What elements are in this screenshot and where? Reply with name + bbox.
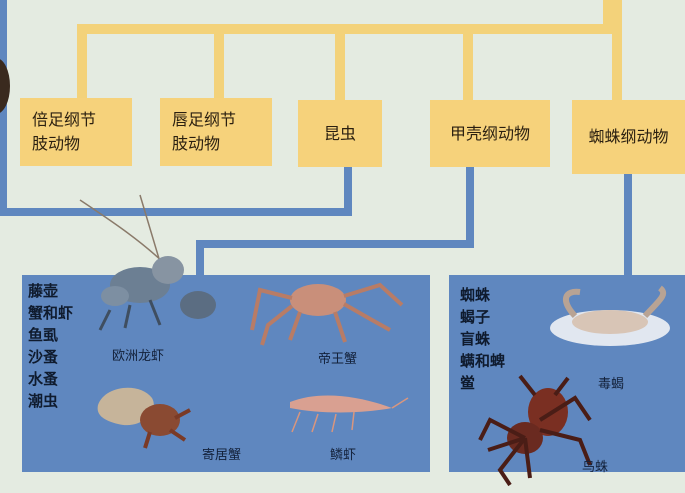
list-item: 沙蚤: [28, 348, 59, 366]
tree-branch-line: [335, 24, 345, 100]
list-item: 螨和蜱: [460, 352, 506, 370]
king-crab-icon: [250, 282, 404, 346]
blue-crustacea-horizontal: [196, 240, 474, 248]
caption-king-crab: 帝王蟹: [318, 352, 358, 367]
arachnida-list: 蜘蛛 蝎子 盲蛛 螨和蜱 鲎: [460, 284, 505, 394]
caption-hermit-crab: 寄居蟹: [202, 448, 242, 463]
tree-branch-line: [463, 24, 473, 100]
box-crustacea: 甲壳纲动物: [430, 100, 550, 167]
tree-branch-line: [612, 0, 622, 100]
blue-insect-line: [344, 165, 352, 216]
list-item: 鱼虱: [28, 326, 59, 344]
blue-crustacea-line: [466, 165, 474, 248]
list-item: 蟹和虾: [28, 304, 74, 322]
crustacea-list: 藤壶 蟹和虾 鱼虱 沙蚤 水蚤 潮虫: [28, 280, 73, 412]
caption-krill: 鳞虾: [330, 448, 357, 463]
spider-icon: [478, 374, 592, 487]
box-myriapoda: 倍足纲节 肢动物: [20, 98, 132, 166]
lobster-icon: [79, 194, 216, 331]
blue-arachnida-line: [624, 172, 632, 276]
krill-icon: [290, 395, 409, 433]
box-chilopoda: 唇足纲节 肢动物: [160, 98, 272, 166]
list-item: 潮虫: [28, 392, 59, 410]
caption-scorpion: 毒蝎: [598, 377, 625, 392]
partial-animal-icon: [0, 59, 10, 113]
box-myriapoda-label: 倍足纲节 肢动物: [32, 110, 97, 153]
hermit-crab-icon: [97, 387, 191, 449]
blue-crustacea-drop: [196, 240, 204, 276]
list-item: 水蚤: [28, 370, 59, 388]
tree-branch-line: [214, 24, 224, 100]
list-item: 蝎子: [460, 308, 491, 326]
list-item: 盲蛛: [460, 330, 491, 348]
caption-spider: 鸟蛛: [582, 460, 609, 475]
list-item: 鲎: [460, 374, 476, 392]
list-item: 藤壶: [28, 282, 59, 300]
box-insecta-label: 昆虫: [323, 123, 356, 143]
tree-horizontal-line: [77, 24, 622, 34]
box-arachnida-label: 蜘蛛纲动物: [588, 127, 669, 146]
caption-lobster: 欧洲龙虾: [112, 349, 165, 364]
tree-trunk-line: [603, 0, 613, 32]
box-arachnida: 蜘蛛纲动物: [572, 100, 685, 174]
scorpion-icon: [550, 285, 670, 346]
box-insecta: 昆虫: [298, 100, 382, 167]
box-chilopoda-label: 唇足纲节 肢动物: [172, 110, 237, 153]
crustacea-panel: [22, 275, 430, 472]
tree-branch-line: [77, 24, 87, 100]
blue-horizontal-line: [0, 208, 352, 216]
box-crustacea-label: 甲壳纲动物: [449, 123, 530, 143]
list-item: 蜘蛛: [460, 286, 491, 304]
